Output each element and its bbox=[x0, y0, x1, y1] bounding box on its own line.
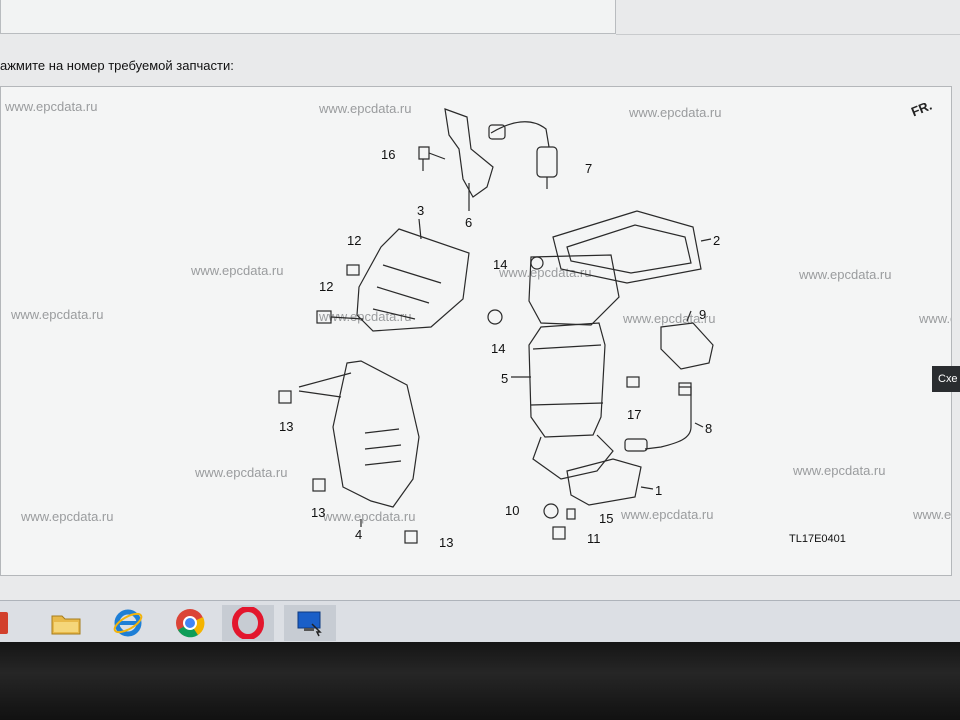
watermark: www.epcdata.ru bbox=[5, 99, 98, 114]
taskbar-remote-desktop[interactable] bbox=[284, 605, 336, 641]
part-number-17[interactable]: 17 bbox=[627, 407, 642, 422]
oxygen-sensor-8-cable bbox=[644, 386, 692, 450]
sensor-7-connector bbox=[488, 124, 506, 140]
parts-drawing bbox=[278, 108, 714, 544]
gasket-2 bbox=[552, 210, 702, 284]
part-number-14[interactable]: 14 bbox=[491, 341, 506, 356]
leader-13a2 bbox=[298, 390, 342, 398]
file-explorer-icon bbox=[51, 615, 81, 635]
taskbar-file-explorer[interactable] bbox=[40, 605, 92, 641]
part-number-12[interactable]: 12 bbox=[319, 279, 334, 294]
bolt-13c bbox=[404, 530, 418, 544]
converter-outlet bbox=[532, 434, 614, 480]
scheme-button[interactable]: Схе bbox=[932, 366, 960, 392]
watermark: www.epcdata.ru bbox=[191, 263, 284, 278]
part-number-1[interactable]: 1 bbox=[655, 483, 663, 498]
heat-shield-3 bbox=[356, 228, 470, 332]
bolt-12a bbox=[346, 264, 360, 276]
exhaust-manifold bbox=[528, 254, 620, 326]
part-number-7[interactable]: 7 bbox=[585, 161, 593, 176]
bolt-10 bbox=[543, 503, 559, 519]
taskbar-chrome[interactable] bbox=[164, 605, 216, 641]
part-number-14[interactable]: 14 bbox=[493, 257, 508, 272]
gasket-2-inner bbox=[566, 224, 692, 274]
leader-3 bbox=[418, 218, 422, 240]
oxygen-sensor-8 bbox=[624, 438, 648, 452]
watermark: www.epcdata.ru bbox=[21, 509, 114, 524]
stud-15 bbox=[566, 508, 576, 520]
bolt-13a bbox=[278, 390, 292, 404]
part-number-13[interactable]: 13 bbox=[279, 419, 294, 434]
part-number-13[interactable]: 13 bbox=[439, 535, 454, 550]
part-number-9[interactable]: 9 bbox=[699, 307, 707, 322]
bracket-6 bbox=[444, 108, 494, 198]
catalytic-converter-5 bbox=[528, 322, 606, 438]
watermark: www.epcdata.ru bbox=[799, 267, 892, 282]
leader-12 bbox=[330, 316, 364, 320]
watermark: www.epcdata.ru bbox=[499, 265, 592, 280]
taskbar-opera[interactable] bbox=[222, 605, 274, 641]
watermark: www.epcdata.ru bbox=[319, 101, 412, 116]
leader-8 bbox=[694, 422, 704, 428]
divider-line bbox=[616, 34, 960, 35]
opera-icon bbox=[232, 607, 264, 639]
sensor-8-connector bbox=[678, 382, 692, 396]
stay-1 bbox=[566, 458, 642, 506]
bolt-12b bbox=[316, 310, 332, 324]
diagram-code: TL17E0401 bbox=[789, 533, 846, 545]
part-number-4[interactable]: 4 bbox=[355, 527, 363, 542]
watermark: www.epcdata.ru bbox=[629, 105, 722, 120]
watermark: www.ep bbox=[919, 311, 951, 326]
top-panel bbox=[0, 0, 616, 34]
part-number-2[interactable]: 2 bbox=[713, 233, 721, 248]
part-number-12[interactable]: 12 bbox=[347, 233, 362, 248]
app-icon bbox=[0, 612, 8, 634]
part-number-13[interactable]: 13 bbox=[311, 505, 326, 520]
leader-9 bbox=[686, 310, 692, 322]
oxygen-sensor-7 bbox=[536, 146, 558, 178]
part-number-3[interactable]: 3 bbox=[417, 203, 425, 218]
leader-16 bbox=[428, 152, 446, 160]
shield-3-ribs bbox=[372, 264, 442, 320]
watermark: www.epcdata.ru bbox=[323, 509, 416, 524]
part-number-15[interactable]: 15 bbox=[599, 511, 614, 526]
bolt-16 bbox=[418, 146, 430, 171]
nut-14a bbox=[530, 256, 544, 270]
bolt-13b bbox=[312, 478, 326, 492]
sensor-9-bracket bbox=[660, 322, 714, 370]
watermark: www.ep bbox=[913, 507, 952, 522]
oxygen-sensor-7-cable bbox=[490, 121, 550, 148]
browser-screen: ажмите на номер требуемой запчасти: www.… bbox=[0, 0, 960, 612]
remote-desktop-icon bbox=[297, 611, 322, 637]
taskbar-internet-explorer[interactable] bbox=[102, 605, 154, 641]
monitor-bezel bbox=[0, 642, 960, 720]
watermark: www.epcdata.ru bbox=[195, 465, 288, 480]
bolt-11 bbox=[552, 526, 566, 540]
leader-1 bbox=[640, 486, 654, 490]
watermark: www.epcdata.ru bbox=[793, 463, 886, 478]
nut-14b bbox=[487, 309, 503, 325]
internet-explorer-icon bbox=[113, 609, 143, 637]
watermark: www.epcdata.ru bbox=[623, 311, 716, 326]
part-number-16[interactable]: 16 bbox=[381, 147, 396, 162]
parts-diagram: www.epcdata.ru www.epcdata.ru www.epcdat… bbox=[0, 86, 952, 576]
watermark: www.epcdata.ru bbox=[11, 307, 104, 322]
shield-4-ribs bbox=[364, 428, 402, 466]
watermark: www.epcdata.ru bbox=[621, 507, 714, 522]
leader-2 bbox=[700, 238, 712, 242]
part-number-10[interactable]: 10 bbox=[505, 503, 520, 518]
instruction-text: ажмите на номер требуемой запчасти: bbox=[0, 58, 234, 73]
part-number-8[interactable]: 8 bbox=[705, 421, 713, 436]
chrome-icon bbox=[176, 609, 205, 638]
part-number-6[interactable]: 6 bbox=[465, 215, 473, 230]
bolt-17 bbox=[626, 376, 640, 388]
part-number-5[interactable]: 5 bbox=[501, 371, 509, 386]
heat-shield-4 bbox=[332, 360, 420, 508]
converter-bands bbox=[530, 344, 604, 406]
leader-13a bbox=[298, 372, 352, 388]
part-number-11[interactable]: 11 bbox=[587, 531, 601, 546]
taskbar bbox=[0, 600, 960, 643]
taskbar-app[interactable] bbox=[0, 605, 20, 641]
